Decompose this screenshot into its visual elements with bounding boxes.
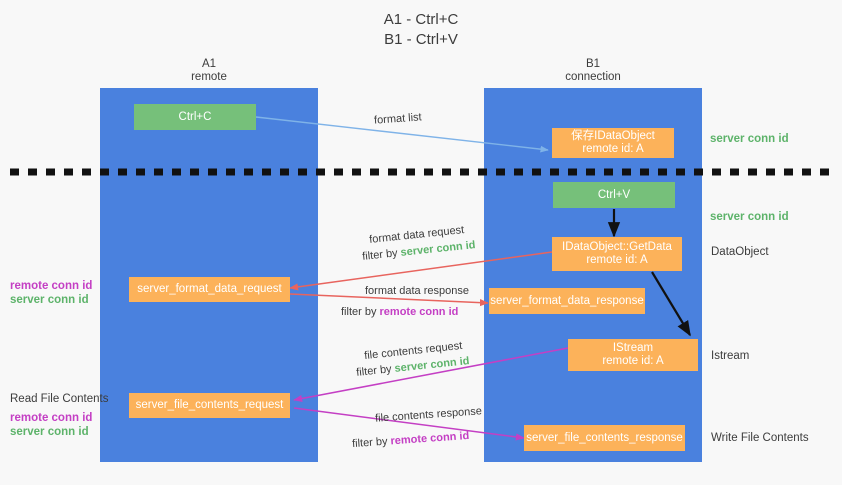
node-istream[interactable]: IStream remote id: A [568,339,698,371]
node-save-idataobject-line2: remote id: A [582,143,644,155]
node-server-format-data-request[interactable]: server_format_data_request [129,277,290,302]
node-save-idataobject-line1: 保存IDataObject [571,130,655,142]
column-a1-name: A1 [201,58,217,70]
annotation-remote-conn-id-2: remote conn id [10,412,93,424]
annotation-remote-conn-id-1: remote conn id [10,280,93,292]
node-getdata-line2: remote id: A [586,254,648,266]
column-b1-name: B1 [585,58,601,70]
column-header-a1: A1 remote [139,58,279,84]
annotation-write-file-contents: Write File Contents [711,432,809,444]
page-title: A1 - Ctrl+C B1 - Ctrl+V [0,10,842,50]
title-line-1: A1 - Ctrl+C [383,11,459,28]
edge-label-format-data-response: format data response [365,285,469,297]
node-istream-line2: remote id: A [602,355,664,367]
annotation-dataobject: DataObject [711,246,769,258]
node-idataobject-getdata[interactable]: IDataObject::GetData remote id: A [552,237,682,271]
node-istream-line1: IStream [612,342,654,354]
column-a1-role: remote [191,71,227,83]
annotation-server-conn-id-top: server conn id [710,133,789,145]
filter-prefix: filter by [351,435,391,451]
annotation-server-conn-id-1: server conn id [10,294,89,306]
node-getdata-line1: IDataObject::GetData [562,241,672,253]
annotation-istream: Istream [711,350,750,362]
column-b1-role: connection [565,71,621,83]
edge-label-format-data-response-filter: filter by remote conn id [341,305,458,319]
node-server-format-data-response[interactable]: server_format_data_response [489,288,645,314]
filter-prefix: filter by [355,362,396,379]
title-line-2: B1 - Ctrl+V [384,31,458,48]
node-ctrl-c[interactable]: Ctrl+C [134,104,256,130]
annotation-server-conn-id-2: server conn id [10,426,89,438]
node-save-idataobject[interactable]: 保存IDataObject remote id: A [552,128,674,158]
filter-prefix: filter by [341,306,380,318]
annotation-server-conn-id-mid: server conn id [710,211,789,223]
node-server-file-contents-request[interactable]: server_file_contents_request [129,393,290,418]
column-header-b1: B1 connection [523,58,663,84]
edge-label-format-list: format list [373,111,423,127]
node-server-file-contents-response[interactable]: server_file_contents_response [524,425,685,451]
filter-key-remote-conn-id: remote conn id [390,429,470,448]
node-ctrl-v[interactable]: Ctrl+V [553,182,675,208]
edge-label-file-contents-response-filter: filter by remote conn id [352,429,470,451]
annotation-read-file-contents: Read File Contents [10,393,109,405]
filter-prefix: filter by [361,246,402,263]
edge-label-file-contents-response: file contents response [374,405,483,425]
filter-key-remote-conn-id: remote conn id [379,306,459,318]
